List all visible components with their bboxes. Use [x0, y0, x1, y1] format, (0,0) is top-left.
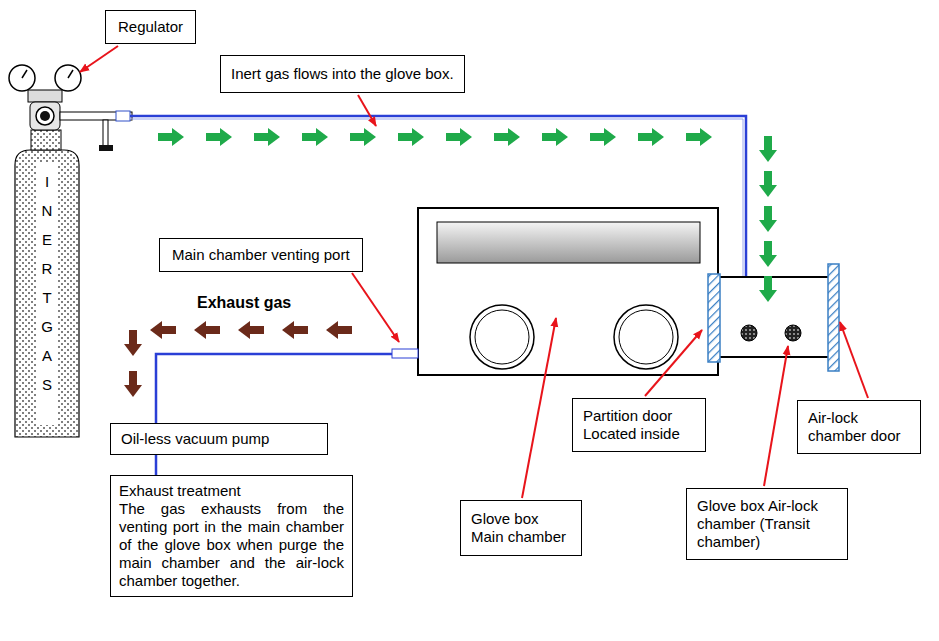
callout-box: Glove box Main chamber — [460, 500, 582, 556]
callout-text: Glove box Air-lock chamber (Transit cham… — [697, 497, 837, 551]
exhaust-pipe — [155, 455, 158, 475]
callout-text: Air-lock chamber door — [808, 409, 910, 445]
callout-text: Glove box Main chamber — [471, 510, 571, 546]
callout-box: Partition door Located inside — [572, 398, 706, 452]
callout-box: Air-lock chamber door — [797, 400, 921, 454]
callout-box: Main chamber venting port — [159, 238, 363, 272]
callout-box: Regulator — [105, 10, 196, 44]
flow-label: Exhaust gas — [197, 294, 291, 312]
callout-text: Main chamber venting port — [172, 246, 350, 264]
cylinder-label: I N E R T G A S — [40, 167, 55, 399]
callout-box: Exhaust treatmentThe gas exhausts from t… — [110, 475, 353, 597]
callout-text: Inert gas flows into the glove box. — [231, 65, 454, 83]
callout-text: Exhaust treatment — [119, 482, 344, 500]
callout-text: Partition door Located inside — [583, 407, 695, 443]
callout-box: Glove box Air-lock chamber (Transit cham… — [686, 488, 848, 560]
callout-text: Oil-less vacuum pump — [121, 430, 317, 448]
gas-cylinder: I N E R T G A S — [15, 167, 79, 399]
callout-box: Inert gas flows into the glove box. — [220, 55, 465, 93]
callout-text: Regulator — [118, 18, 183, 36]
callout-body: The gas exhausts from the venting port i… — [119, 500, 344, 590]
callout-box: Oil-less vacuum pump — [110, 423, 328, 455]
